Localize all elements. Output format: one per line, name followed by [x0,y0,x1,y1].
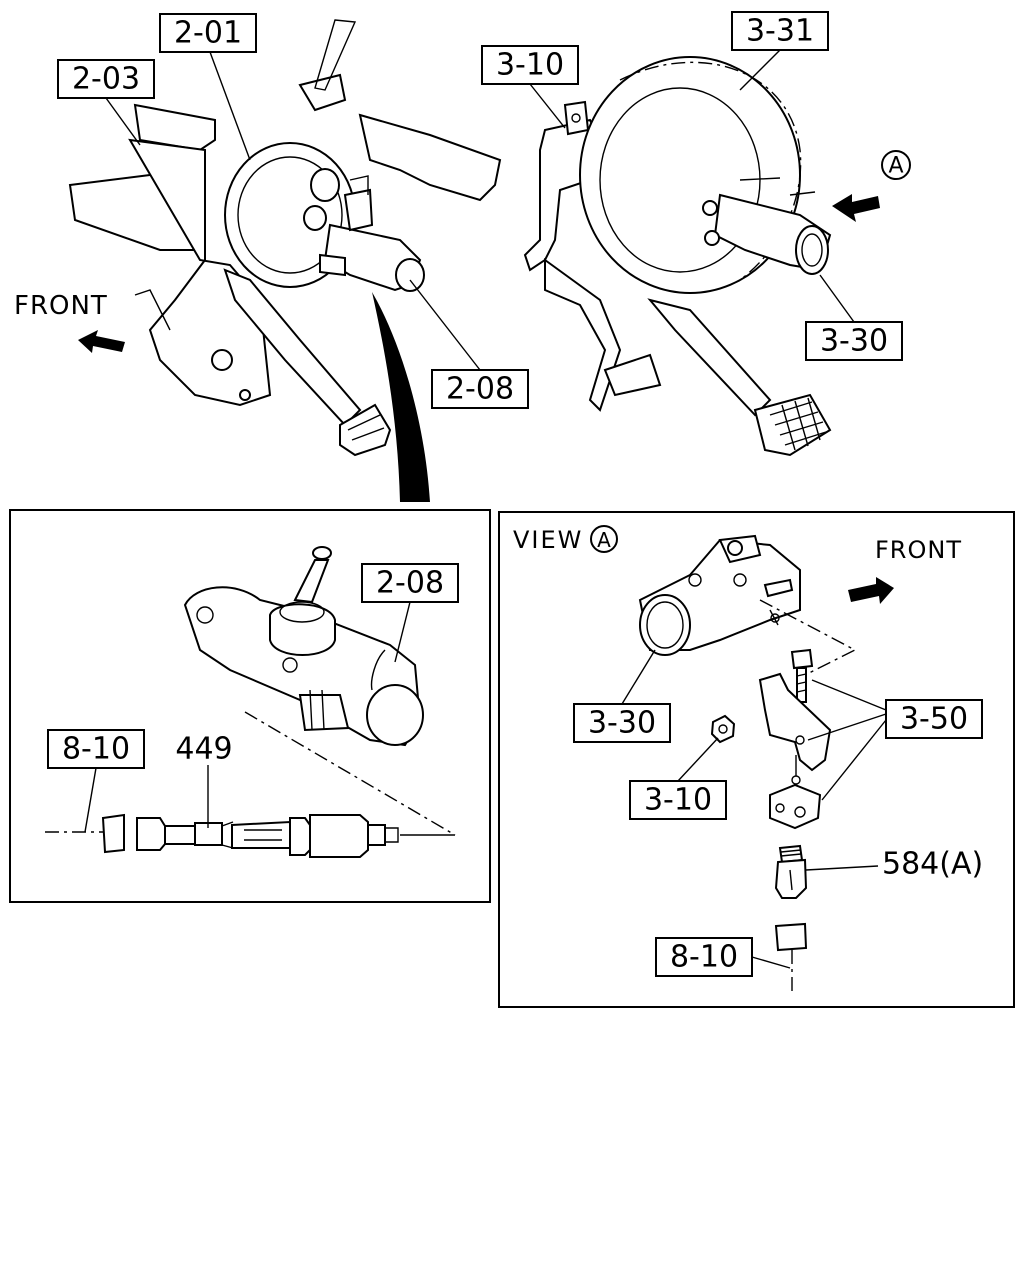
label-3-30-view: 3-30 [573,649,671,743]
front-arrow-right [848,577,894,604]
label-2-08-top-text: 2-08 [446,372,514,407]
label-584a: 584(A) [805,847,983,882]
view-a-marker-letter: A [888,154,903,179]
label-8-10-left: 8-10 [47,729,145,833]
front-label-left: FRONT [14,291,108,321]
clutch-pedal-assembly-drawing [68,19,502,457]
label-3-31-text: 3-31 [746,14,814,49]
label-8-10-left-text: 8-10 [62,732,130,767]
label-3-30-top: 3-30 [805,274,903,361]
label-3-30-top-text: 3-30 [820,324,888,359]
label-8-10-right: 8-10 [655,937,791,977]
label-3-10-view: 3-10 [629,737,727,820]
label-584a-text: 584(A) [882,847,983,882]
label-2-01: 2-01 [159,13,257,161]
view-a-title-text: VIEW [513,526,583,554]
label-3-50: 3-50 [807,679,983,801]
label-3-50-text: 3-50 [900,702,968,737]
label-3-30-view-text: 3-30 [588,706,656,741]
label-8-10-right-text: 8-10 [670,940,738,975]
detail-chain-line-left [244,711,456,836]
view-a-arrow [832,194,880,222]
front-label-right: FRONT [875,536,962,564]
label-2-01-text: 2-01 [174,16,242,51]
view-a-cylinder-drawing [638,534,801,656]
switch-and-harness-detail-left [45,813,399,858]
label-3-31: 3-31 [731,11,829,91]
view-a-title-letter: A [597,528,611,552]
label-2-03: 2-03 [57,59,155,146]
label-2-08-detail: 2-08 [361,563,459,663]
detail-panel-left [9,509,491,903]
label-3-10-top: 3-10 [481,45,579,129]
label-449: 449 [175,732,233,828]
master-cylinder-detail-drawing [183,546,424,747]
label-2-08-top: 2-08 [409,279,529,409]
bracket-and-switch-drawing [710,648,832,992]
view-a-chain-line [759,599,857,676]
label-3-10-top-text: 3-10 [496,48,564,83]
label-449-text: 449 [175,732,232,767]
front-arrow-left [78,330,125,353]
detail-callout-arrow [372,292,430,502]
view-a-title: VIEW A [513,525,618,554]
label-3-10-view-text: 3-10 [644,783,712,818]
view-a-title-circle [590,525,618,553]
brake-booster-assembly-drawing [523,56,832,457]
view-a-marker-circle [881,150,911,180]
label-2-03-text: 2-03 [72,62,140,97]
label-2-08-detail-text: 2-08 [376,566,444,601]
view-a-panel [498,511,1015,1008]
